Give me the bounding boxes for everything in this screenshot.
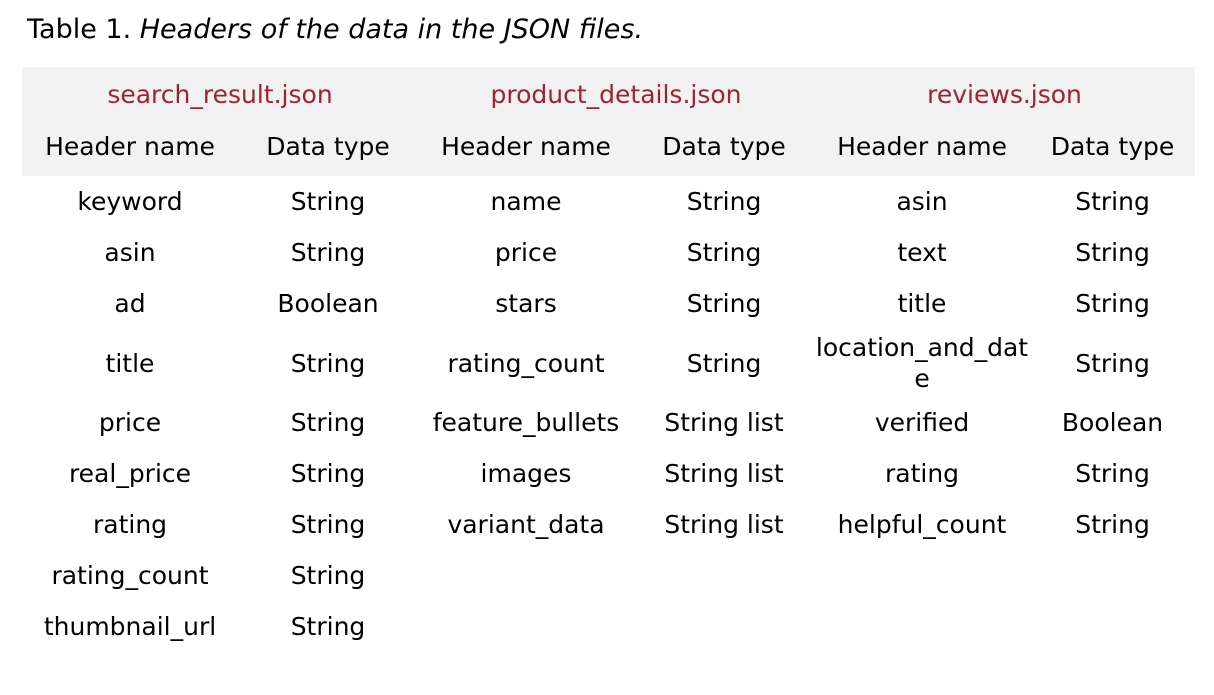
table-row: rating String variant_data String list h…: [22, 499, 1195, 550]
cell-data-type: String: [290, 459, 366, 488]
cell-data-type: String: [686, 289, 762, 318]
cell-data-type: Boolean: [1061, 408, 1164, 437]
cell-header-name: title: [105, 348, 155, 378]
cell-header-name: price: [494, 238, 558, 267]
cell-data-type: [1030, 601, 1195, 652]
table-caption: Table 1. Headers of the data in the JSON…: [27, 12, 643, 48]
cell-header-name: name: [490, 187, 562, 216]
cell-data-type: [1030, 550, 1195, 601]
table-row: asin String price String text String: [22, 227, 1195, 278]
file-header-search-result: search_result.json: [22, 67, 418, 121]
cell-header-name: stars: [495, 289, 557, 318]
file-header-reviews: reviews.json: [814, 67, 1196, 121]
cell-header-name: verified: [874, 408, 970, 437]
cell-data-type: String: [686, 238, 762, 267]
file-name-header-row: search_result.json product_details.json …: [22, 67, 1196, 121]
json-headers-table: search_result.json product_details.json …: [22, 67, 1196, 652]
col-data-type-1: Data type: [238, 121, 418, 176]
cell-header-name: location_and_date: [815, 333, 1029, 393]
cell-header-name: asin: [104, 238, 156, 267]
cell-header-name: keyword: [77, 187, 183, 216]
cell-header-name: [418, 550, 634, 601]
table-head: search_result.json product_details.json …: [22, 67, 1196, 176]
cell-data-type: String: [1075, 289, 1150, 318]
cell-data-type: String: [290, 612, 366, 641]
cell-data-type: String: [290, 408, 366, 437]
cell-data-type: Boolean: [277, 289, 379, 318]
cell-data-type: String: [1075, 348, 1150, 378]
cell-header-name: [814, 550, 1030, 601]
cell-data-type: String: [1075, 238, 1150, 267]
cell-header-name: ad: [114, 289, 146, 318]
cell-data-type: String: [1075, 459, 1150, 488]
cell-data-type: String: [686, 348, 762, 378]
cell-data-type: String list: [664, 510, 784, 539]
cell-header-name: real_price: [68, 459, 192, 488]
table-body: keyword String name String asin String a…: [22, 176, 1195, 652]
cell-data-type: String list: [664, 459, 784, 488]
cell-header-name: rating_count: [447, 348, 605, 378]
column-header-row: Header name Data type Header name Data t…: [22, 121, 1196, 176]
cell-data-type: String list: [664, 408, 784, 437]
table-row: ad Boolean stars String title String: [22, 278, 1195, 329]
table-row: keyword String name String asin String: [22, 176, 1195, 227]
col-data-type-2: Data type: [634, 121, 815, 176]
cell-header-name: helpful_count: [837, 510, 1007, 539]
cell-header-name: title: [897, 289, 947, 318]
table-row: price String feature_bullets String list…: [22, 397, 1195, 448]
cell-data-type: [634, 550, 814, 601]
cell-data-type: String: [290, 187, 366, 216]
cell-header-name: [418, 601, 634, 652]
caption-label: Table 1.: [27, 14, 140, 45]
table-row: rating_count String: [22, 550, 1195, 601]
cell-header-name: rating: [884, 459, 960, 488]
file-header-product-details: product_details.json: [418, 67, 815, 121]
cell-header-name: text: [897, 238, 947, 267]
cell-header-name: thumbnail_url: [43, 612, 217, 641]
table-row: real_price String images String list rat…: [22, 448, 1195, 499]
cell-header-name: asin: [896, 187, 948, 216]
col-header-name-3: Header name: [814, 121, 1031, 176]
cell-data-type: String: [1075, 510, 1150, 539]
cell-header-name: variant_data: [447, 510, 605, 539]
col-data-type-3: Data type: [1030, 121, 1196, 176]
table-row: title String rating_count String locatio…: [22, 329, 1195, 397]
cell-header-name: images: [480, 459, 572, 488]
headers-table-wrapper: search_result.json product_details.json …: [22, 67, 1196, 652]
cell-header-name: feature_bullets: [432, 408, 620, 437]
cell-header-name: [814, 601, 1030, 652]
cell-header-name: price: [98, 408, 162, 437]
cell-header-name: rating: [92, 510, 168, 539]
table-row: thumbnail_url String: [22, 601, 1195, 652]
cell-data-type: String: [290, 348, 366, 378]
cell-data-type: String: [686, 187, 762, 216]
cell-data-type: String: [290, 561, 366, 590]
cell-data-type: String: [290, 238, 366, 267]
cell-data-type: String: [290, 510, 366, 539]
cell-header-name: rating_count: [51, 561, 209, 590]
cell-data-type: String: [1075, 187, 1150, 216]
cell-data-type: [634, 601, 814, 652]
col-header-name-1: Header name: [22, 121, 238, 176]
col-header-name-2: Header name: [418, 121, 634, 176]
caption-title: Headers of the data in the JSON files.: [139, 14, 644, 45]
